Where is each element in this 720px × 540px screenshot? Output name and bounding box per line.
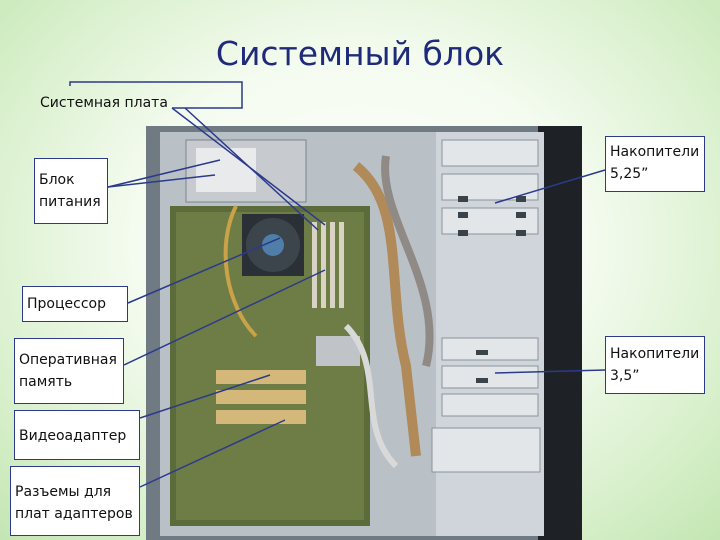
label-adapter-slots: Разъемы для плат адаптеров (10, 466, 140, 536)
label-power-supply: Блок питания (34, 158, 108, 224)
label-video-adapter: Видеоадаптер (14, 410, 140, 460)
label-motherboard: Системная плата (40, 95, 168, 111)
label-drives-525: Накопители 5,25” (605, 136, 705, 192)
label-drives-35: Накопители 3,5” (605, 336, 705, 394)
label-processor: Процессор (22, 286, 128, 322)
pc-case-photo (146, 126, 582, 540)
label-ram: Оперативная память (14, 338, 124, 404)
slide-title: Системный блок (215, 34, 505, 73)
